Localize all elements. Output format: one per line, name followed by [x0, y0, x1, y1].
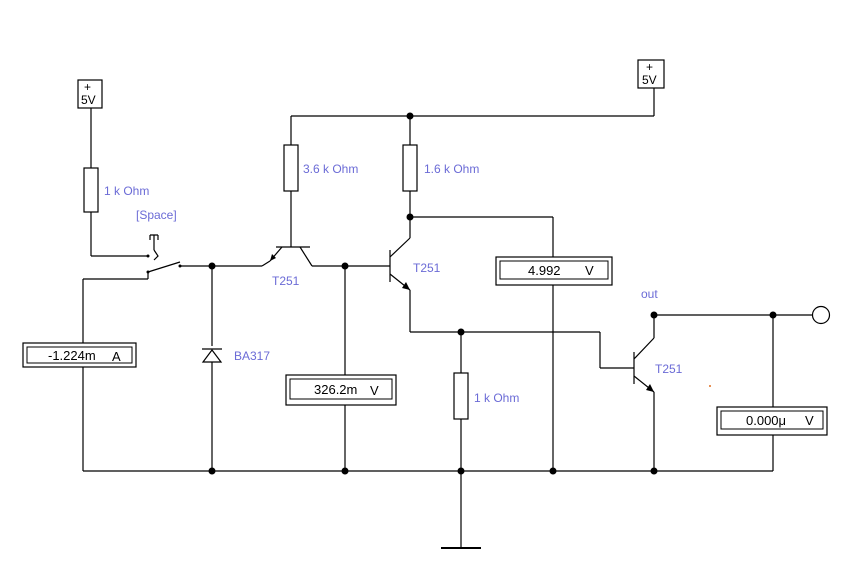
resistor-1k-bottom[interactable]	[453, 372, 469, 420]
voltmeter-3[interactable]: 0.000μ V	[716, 406, 828, 436]
resistor-1k6[interactable]	[402, 144, 418, 192]
push-switch[interactable]	[146, 234, 182, 274]
source-right-plus: +	[646, 60, 653, 74]
source-left-plus: +	[84, 80, 91, 94]
marker-dot	[709, 385, 711, 387]
output-label: out	[641, 287, 658, 301]
voltage-source-right[interactable]: + 5V	[637, 59, 665, 89]
voltmeter-3-value: 0.000μ	[746, 413, 786, 428]
diode-ba317[interactable]	[201, 348, 223, 363]
diode-label: BA317	[234, 349, 270, 363]
voltmeter-1-unit: V	[370, 383, 379, 398]
ammeter-value: -1.224m	[48, 348, 96, 363]
resistor-1k-bottom-label: 1 k Ohm	[474, 391, 519, 405]
transistor-2[interactable]	[389, 237, 411, 291]
transistor-2-label: T251	[413, 261, 441, 275]
source-right-label: 5V	[642, 73, 657, 87]
voltmeter-1-value: 326.2m	[314, 382, 357, 397]
voltage-source-left[interactable]: + 5V	[77, 79, 103, 109]
transistor-3-label: T251	[655, 362, 683, 376]
voltmeter-3-unit: V	[805, 413, 814, 428]
voltmeter-2-value: 4.992	[528, 263, 561, 278]
switch-label: [Space]	[136, 208, 177, 222]
voltmeter-1[interactable]: 326.2m V	[285, 374, 397, 406]
resistor-3k6[interactable]	[283, 144, 299, 192]
transistor-3[interactable]	[633, 337, 655, 393]
voltmeter-2[interactable]: 4.992 V	[495, 256, 613, 286]
source-left-label: 5V	[81, 93, 96, 107]
resistor-1k-left[interactable]	[83, 167, 99, 213]
ammeter[interactable]: -1.224m A	[22, 342, 137, 368]
output-terminal[interactable]	[811, 305, 831, 325]
resistor-1k6-label: 1.6 k Ohm	[424, 162, 479, 176]
ammeter-unit: A	[112, 349, 121, 364]
transistor-1-label: T251	[272, 274, 300, 288]
resistor-3k6-label: 3.6 k Ohm	[303, 162, 358, 176]
voltmeter-2-unit: V	[585, 263, 594, 278]
resistor-1k-left-label: 1 k Ohm	[104, 184, 149, 198]
